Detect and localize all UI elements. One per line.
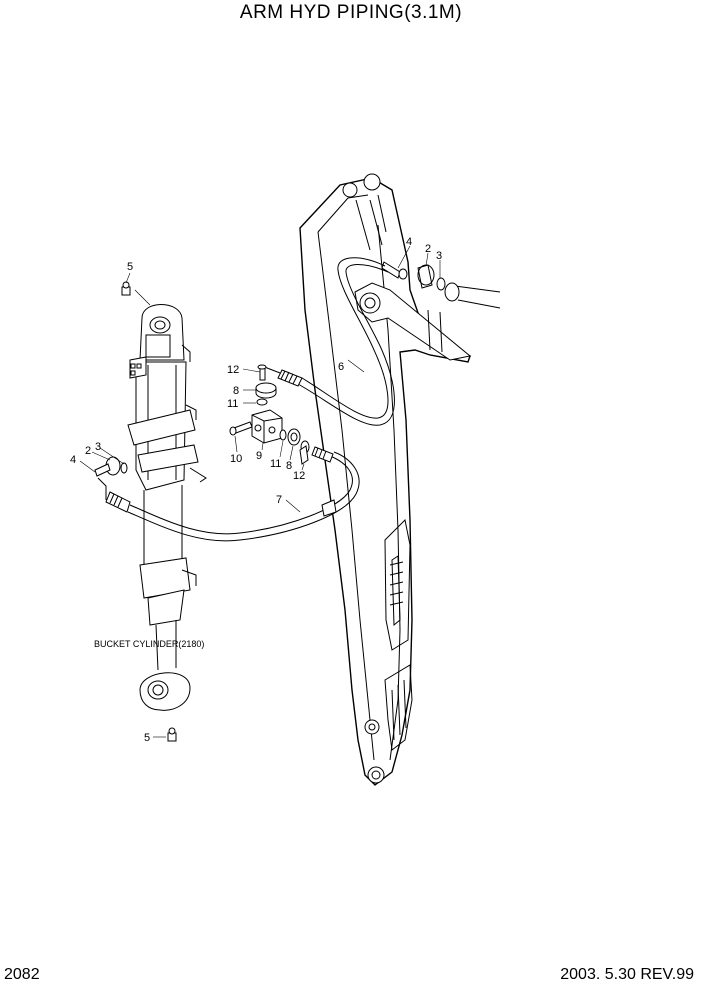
callout-2-cyl: 2: [85, 445, 91, 457]
callout-11-upper: 11: [227, 398, 238, 410]
callout-3-top: 3: [436, 250, 442, 262]
callout-12-right: 12: [293, 470, 305, 482]
bucket-cylinder-label: BUCKET CYLINDER(2180): [94, 639, 204, 649]
callout-10: 10: [230, 453, 242, 465]
callout-11-right: 11: [270, 458, 281, 470]
top-right-fittings: [381, 261, 501, 309]
grease-nipple-top: [121, 281, 131, 296]
callout-6: 6: [338, 361, 344, 373]
arm-body: [299, 173, 472, 786]
callout-4-top: 4: [406, 236, 412, 248]
leader-lines: [79, 245, 441, 738]
block-assembly: [229, 364, 309, 465]
callout-3-cyl: 3: [95, 441, 101, 453]
bucket-cylinder: [94, 304, 207, 711]
callout-12-upper: 12: [227, 364, 239, 376]
callouts: 4 2 3 6 12 8 11 10 9 11 8 12 7 2 3 4 5 5…: [70, 236, 442, 744]
callout-4-cyl: 4: [70, 454, 76, 466]
pipe-6: [261, 257, 395, 426]
callout-2-top: 2: [425, 243, 431, 255]
page-number: 2082: [4, 966, 40, 983]
drawing-title: ARM HYD PIPING(3.1M): [239, 2, 463, 23]
callout-9: 9: [256, 450, 262, 462]
callout-5-top: 5: [127, 261, 133, 273]
callout-5-bottom: 5: [144, 732, 150, 744]
grease-nipple-bottom: [167, 727, 177, 742]
callout-8-upper: 8: [233, 385, 239, 397]
pipe-7: [97, 440, 360, 542]
revision-date: 2003. 5.30 REV.99: [560, 966, 694, 983]
callout-7: 7: [276, 494, 282, 506]
arm-slots: [389, 561, 404, 606]
callout-8-right: 8: [286, 460, 292, 472]
